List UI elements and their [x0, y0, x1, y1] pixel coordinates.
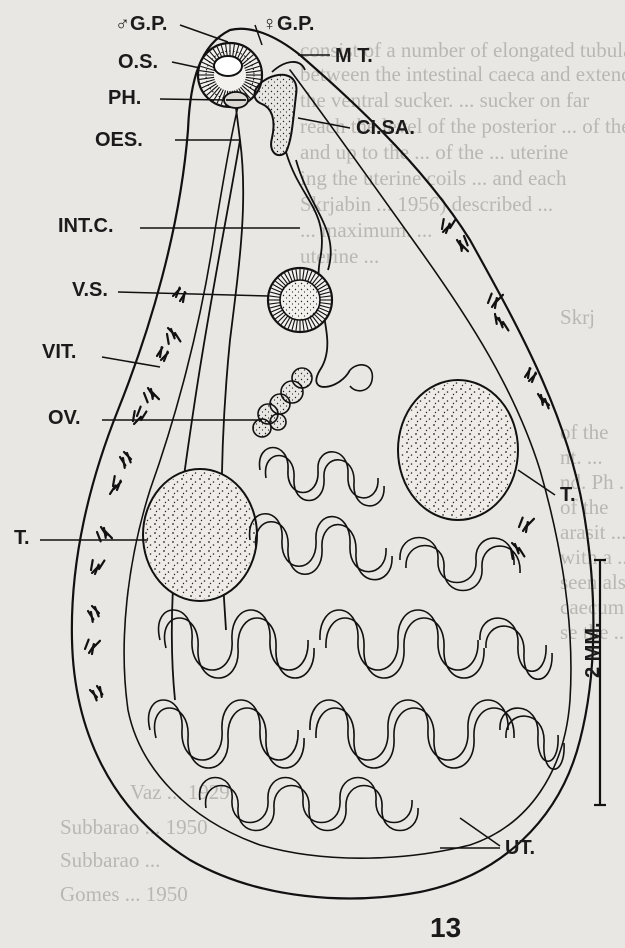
label-oral-sucker: O.S. [118, 52, 158, 72]
ovary [253, 368, 312, 437]
label-oesophagus: OES. [95, 130, 143, 150]
label-metraterm: M T. [335, 46, 373, 66]
scale-bar [594, 560, 606, 805]
label-uterus: UT. [505, 838, 535, 858]
label-testis-right: T. [560, 485, 576, 505]
label-pharynx: PH. [108, 88, 141, 108]
label-intestinal-caecum: INT.C. [58, 216, 114, 236]
label-ventral-sucker: V.S. [72, 280, 108, 300]
label-cirrus-sac: CI.SA. [356, 118, 415, 138]
cirrus-sac [255, 75, 297, 155]
scale-label: 2 MM. [582, 622, 605, 678]
testis-left [143, 469, 257, 601]
oesophagus [172, 108, 240, 700]
label-male-genital-pore: ♂G.P. [115, 14, 167, 34]
testis-right [398, 380, 518, 520]
figure-number: 13 [430, 912, 461, 944]
label-vitellaria: VIT. [42, 342, 76, 362]
label-ovary: OV. [48, 408, 81, 428]
label-female-genital-pore: ♀G.P. [262, 14, 314, 34]
pharynx [224, 92, 248, 108]
ventral-sucker [268, 268, 332, 332]
label-testis-left: T. [14, 528, 30, 548]
